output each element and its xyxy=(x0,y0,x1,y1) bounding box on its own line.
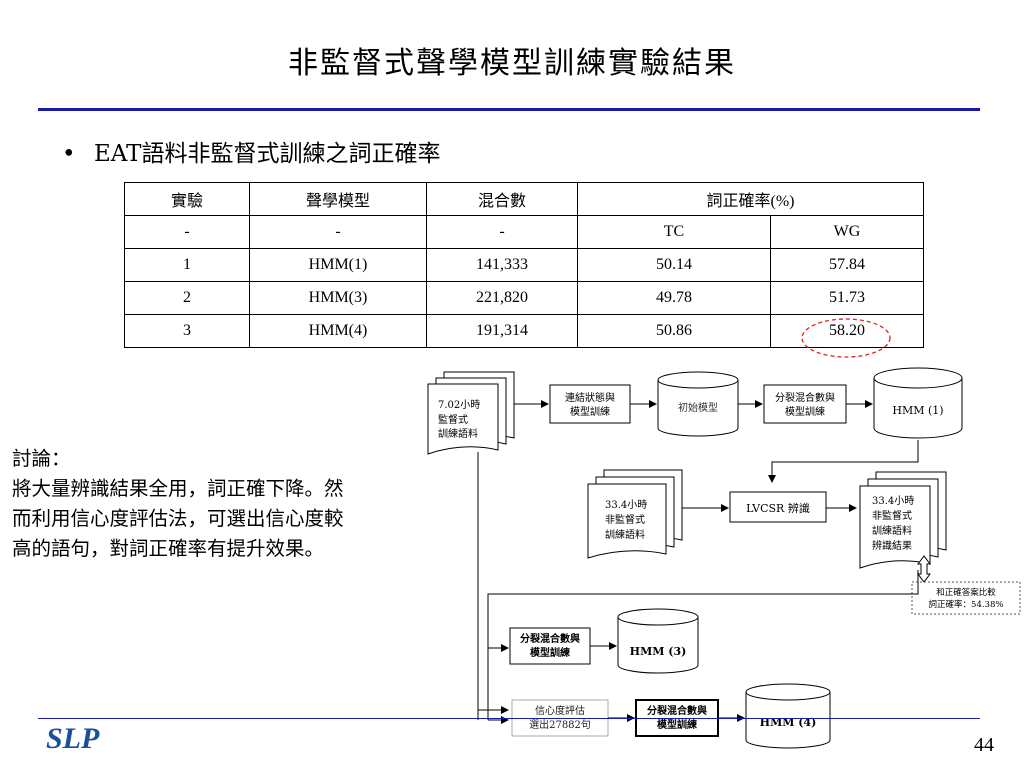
compare-line: 詞正確率：54.38% xyxy=(929,599,1004,610)
slide-title: 非監督式聲學模型訓練實驗結果 xyxy=(288,46,736,81)
discussion-heading: 討論： xyxy=(12,447,71,470)
recognition-result-doc: 33.4小時 非監督式 訓練語料 辨識結果 xyxy=(859,471,947,569)
doc1-line: 監督式 xyxy=(438,413,468,426)
table-cell: HMM(4) xyxy=(249,314,427,348)
discussion-note: 討論： 將大量辨識結果全用，詞正確下降。然 而利用信心度評估法，可選出信心度較 … xyxy=(12,444,452,564)
doc3-line: 非監督式 xyxy=(872,509,912,522)
doc3-line: 33.4小時 xyxy=(872,495,914,507)
table-cell: 141,333 xyxy=(426,248,578,282)
box5-line: 選出27882句 xyxy=(529,718,591,731)
doc2-line: 非監督式 xyxy=(605,513,645,526)
header-word-accuracy: 詞正確率(%) xyxy=(577,182,924,216)
hmm3-cylinder: HMM (3) xyxy=(617,608,699,674)
table-cell: 191,314 xyxy=(426,314,578,348)
box1-line: 模型訓練 xyxy=(570,405,610,418)
discussion-line: 而利用信心度評估法，可選出信心度較 xyxy=(12,507,344,530)
page-number: 44 xyxy=(974,734,994,756)
cyl2-label: HMM (1) xyxy=(892,404,943,417)
hmm1-cylinder: HMM (1) xyxy=(873,367,963,439)
discussion-line: 高的語句，對詞正確率有提升效果。 xyxy=(12,537,325,560)
box6-line: 分裂混合數與 xyxy=(647,704,707,717)
bullet-item: • EAT語料非監督式訓練之詞正確率 xyxy=(62,134,440,168)
lvcsr-recognition-box: LVCSR 辨識 xyxy=(729,491,827,523)
box4-line: 分裂混合數與 xyxy=(520,632,580,645)
table-cell: 1 xyxy=(124,248,250,282)
doc1-line: 7.02小時 xyxy=(438,399,480,411)
compare-line: 和正確答案比較 xyxy=(936,587,996,598)
supervised-corpus-doc: 7.02小時 監督式 訓練語料 xyxy=(427,371,515,455)
mixture-split-training-box-2: 分裂混合數與 模型訓練 xyxy=(509,627,591,665)
doc1-line: 訓練語料 xyxy=(438,427,478,440)
cyl1-label: 初始模型 xyxy=(678,401,718,414)
bullet-text: EAT語料非監督式訓練之詞正確率 xyxy=(94,141,441,167)
box2-line: 模型訓練 xyxy=(785,405,825,418)
subheader-cell: - xyxy=(426,215,578,249)
bullet-symbol: • xyxy=(62,141,76,167)
table-row: 3 HMM(4) 191,314 50.86 58.20 xyxy=(124,314,924,348)
table-cell: 51.73 xyxy=(770,281,924,315)
subheader-cell: - xyxy=(249,215,427,249)
box2-line: 分裂混合數與 xyxy=(775,391,835,404)
header-mixtures: 混合數 xyxy=(426,182,578,216)
discussion-line: 將大量辨識結果全用，詞正確下降。然 xyxy=(12,477,344,500)
subheader-cell: - xyxy=(124,215,250,249)
subheader-wg: WG xyxy=(770,215,924,249)
hmm4-cylinder: HMM (4) xyxy=(745,683,831,749)
box4-line: 模型訓練 xyxy=(530,646,570,659)
table-cell: 50.14 xyxy=(577,248,771,282)
doc3-line: 訓練語料 xyxy=(872,524,912,537)
compare-result-box: 和正確答案比較 詞正確率：54.38% xyxy=(911,581,1021,615)
doc2-line: 33.4小時 xyxy=(605,499,647,511)
header-experiment: 實驗 xyxy=(124,182,250,216)
slp-logo: SLP xyxy=(46,722,100,755)
doc2-line: 訓練語料 xyxy=(605,528,645,541)
box6-line: 模型訓練 xyxy=(657,718,697,731)
table-cell-highlighted: 58.20 xyxy=(770,314,924,348)
table-header-row: 實驗 聲學模型 混合數 詞正確率(%) xyxy=(124,182,924,216)
table-cell: 3 xyxy=(124,314,250,348)
state-tying-training-box: 連結狀態與 模型訓練 xyxy=(549,384,631,424)
box3-label: LVCSR 辨識 xyxy=(746,501,810,515)
box5-line: 信心度評估 xyxy=(535,704,585,717)
table-cell: 57.84 xyxy=(770,248,924,282)
initial-model-cylinder: 初始模型 xyxy=(657,371,739,437)
footer-divider xyxy=(38,718,980,719)
table-row: 2 HMM(3) 221,820 49.78 51.73 xyxy=(124,281,924,315)
title-divider xyxy=(38,108,980,111)
cyl3-label: HMM (3) xyxy=(630,645,687,658)
box1-line: 連結狀態與 xyxy=(565,391,615,404)
table-row: 1 HMM(1) 141,333 50.14 57.84 xyxy=(124,248,924,282)
cyl4-label: HMM (4) xyxy=(760,716,817,729)
highlight-ellipse xyxy=(801,318,891,358)
unsupervised-corpus-doc: 33.4小時 非監督式 訓練語料 xyxy=(587,469,683,559)
doc3-line: 辨識結果 xyxy=(872,539,912,552)
table-cell: HMM(1) xyxy=(249,248,427,282)
results-table: 實驗 聲學模型 混合數 詞正確率(%) - - - TC WG 1 HMM(1)… xyxy=(124,182,924,348)
mixture-split-training-box-1: 分裂混合數與 模型訓練 xyxy=(763,384,847,424)
